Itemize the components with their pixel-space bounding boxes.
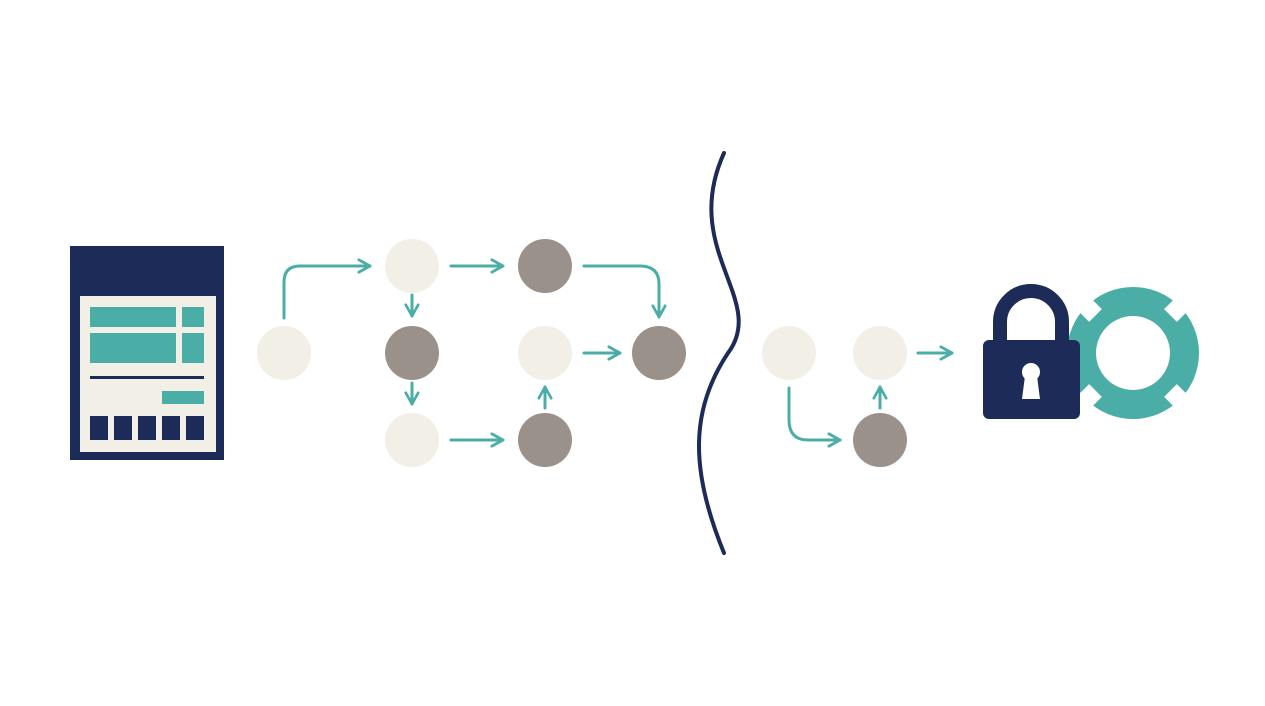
form-cell <box>162 416 180 440</box>
form-cell <box>138 416 156 440</box>
form-cell <box>186 416 204 440</box>
form-field-1b <box>182 307 204 327</box>
lifebuoy-icon <box>1067 287 1199 419</box>
flow-node <box>385 413 439 467</box>
padlock-icon <box>983 284 1080 419</box>
arrow <box>582 264 659 319</box>
flow-node <box>257 326 311 380</box>
form-cell <box>90 416 108 440</box>
flow-left-arrows <box>282 264 659 440</box>
flow-node <box>632 326 686 380</box>
flow-node <box>385 326 439 380</box>
form-small-field <box>162 391 204 404</box>
form-field-1 <box>90 307 176 327</box>
wavy-divider-line <box>697 151 741 555</box>
flow-node <box>518 326 572 380</box>
arrow <box>282 266 372 320</box>
flow-node <box>518 239 572 293</box>
form-document-icon <box>70 246 224 460</box>
form-field-2 <box>90 333 176 363</box>
flow-node <box>385 239 439 293</box>
flow-node <box>762 326 816 380</box>
flow-node <box>853 413 907 467</box>
flow-node <box>518 413 572 467</box>
form-field-2b <box>182 333 204 363</box>
form-divider <box>90 376 204 379</box>
flow-node <box>853 326 907 380</box>
flow-left-nodes <box>257 239 686 467</box>
form-cell <box>114 416 132 440</box>
arrow <box>787 386 842 440</box>
flow-right-nodes <box>762 326 907 467</box>
flow-right-arrows <box>787 353 954 440</box>
